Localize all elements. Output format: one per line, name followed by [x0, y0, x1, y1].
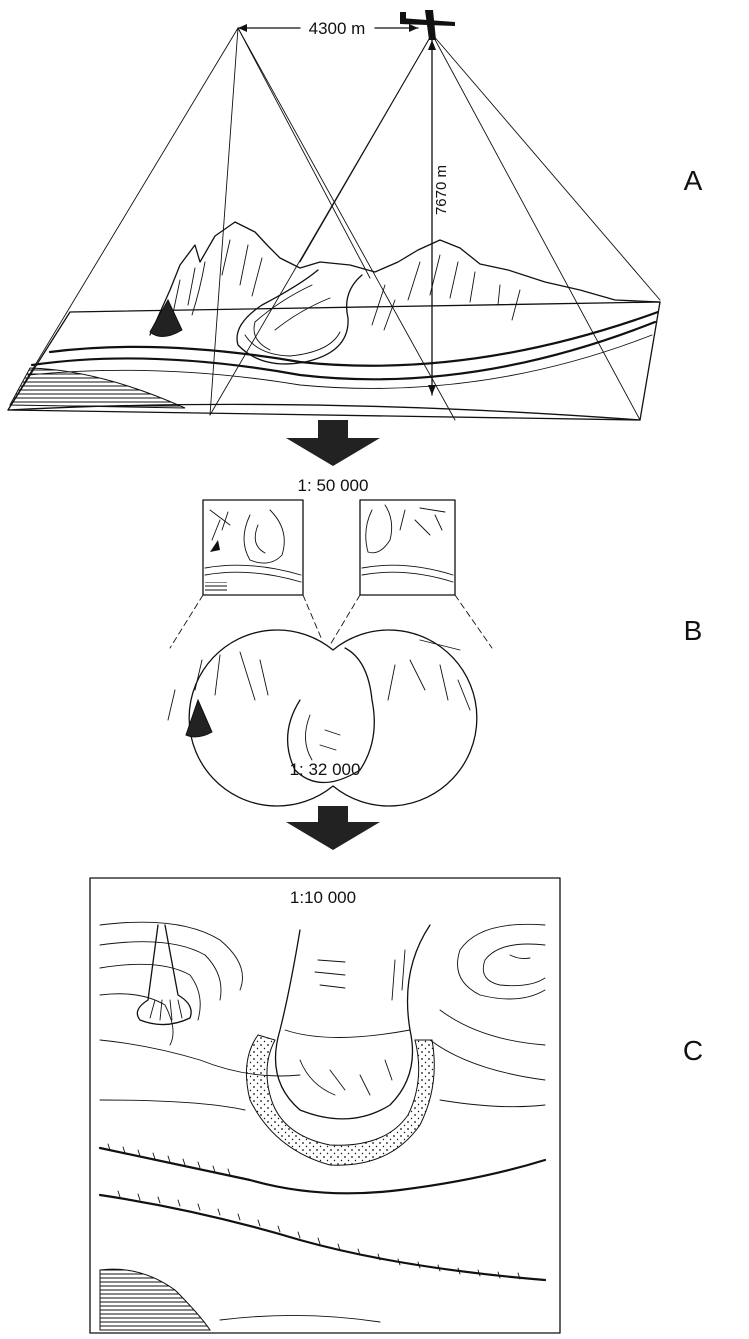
photo-scale-label: 1: 50 000: [298, 476, 369, 495]
map-contours: [100, 922, 545, 1330]
panel-b: 1: 50 000: [168, 476, 702, 806]
flying-height-label: 7670 m: [433, 165, 450, 215]
flight-baseline: 4300 m: [238, 19, 418, 38]
stereo-scale-label: 1: 32 000: [290, 760, 361, 779]
flying-height-dimension: 7670 m: [428, 40, 450, 395]
panel-label-b: B: [684, 615, 703, 646]
terrain-block: [8, 302, 660, 420]
panel-a: 4300 m 7670 m: [8, 10, 703, 420]
panel-c: 1:10 000: [90, 878, 703, 1333]
baseline-distance-label: 4300 m: [309, 19, 366, 38]
photo-right: [360, 500, 455, 595]
stereo-model: [168, 630, 477, 806]
map-scale-label: 1:10 000: [290, 888, 356, 907]
panel-label-c: C: [683, 1035, 703, 1066]
mountains: [150, 222, 660, 364]
airplane-icon: [400, 10, 455, 40]
down-arrow-icon: [286, 420, 380, 466]
down-arrow-icon: [286, 806, 380, 850]
projection-lines: [170, 595, 492, 648]
panel-label-a: A: [684, 165, 703, 196]
photo-left: [203, 500, 303, 595]
